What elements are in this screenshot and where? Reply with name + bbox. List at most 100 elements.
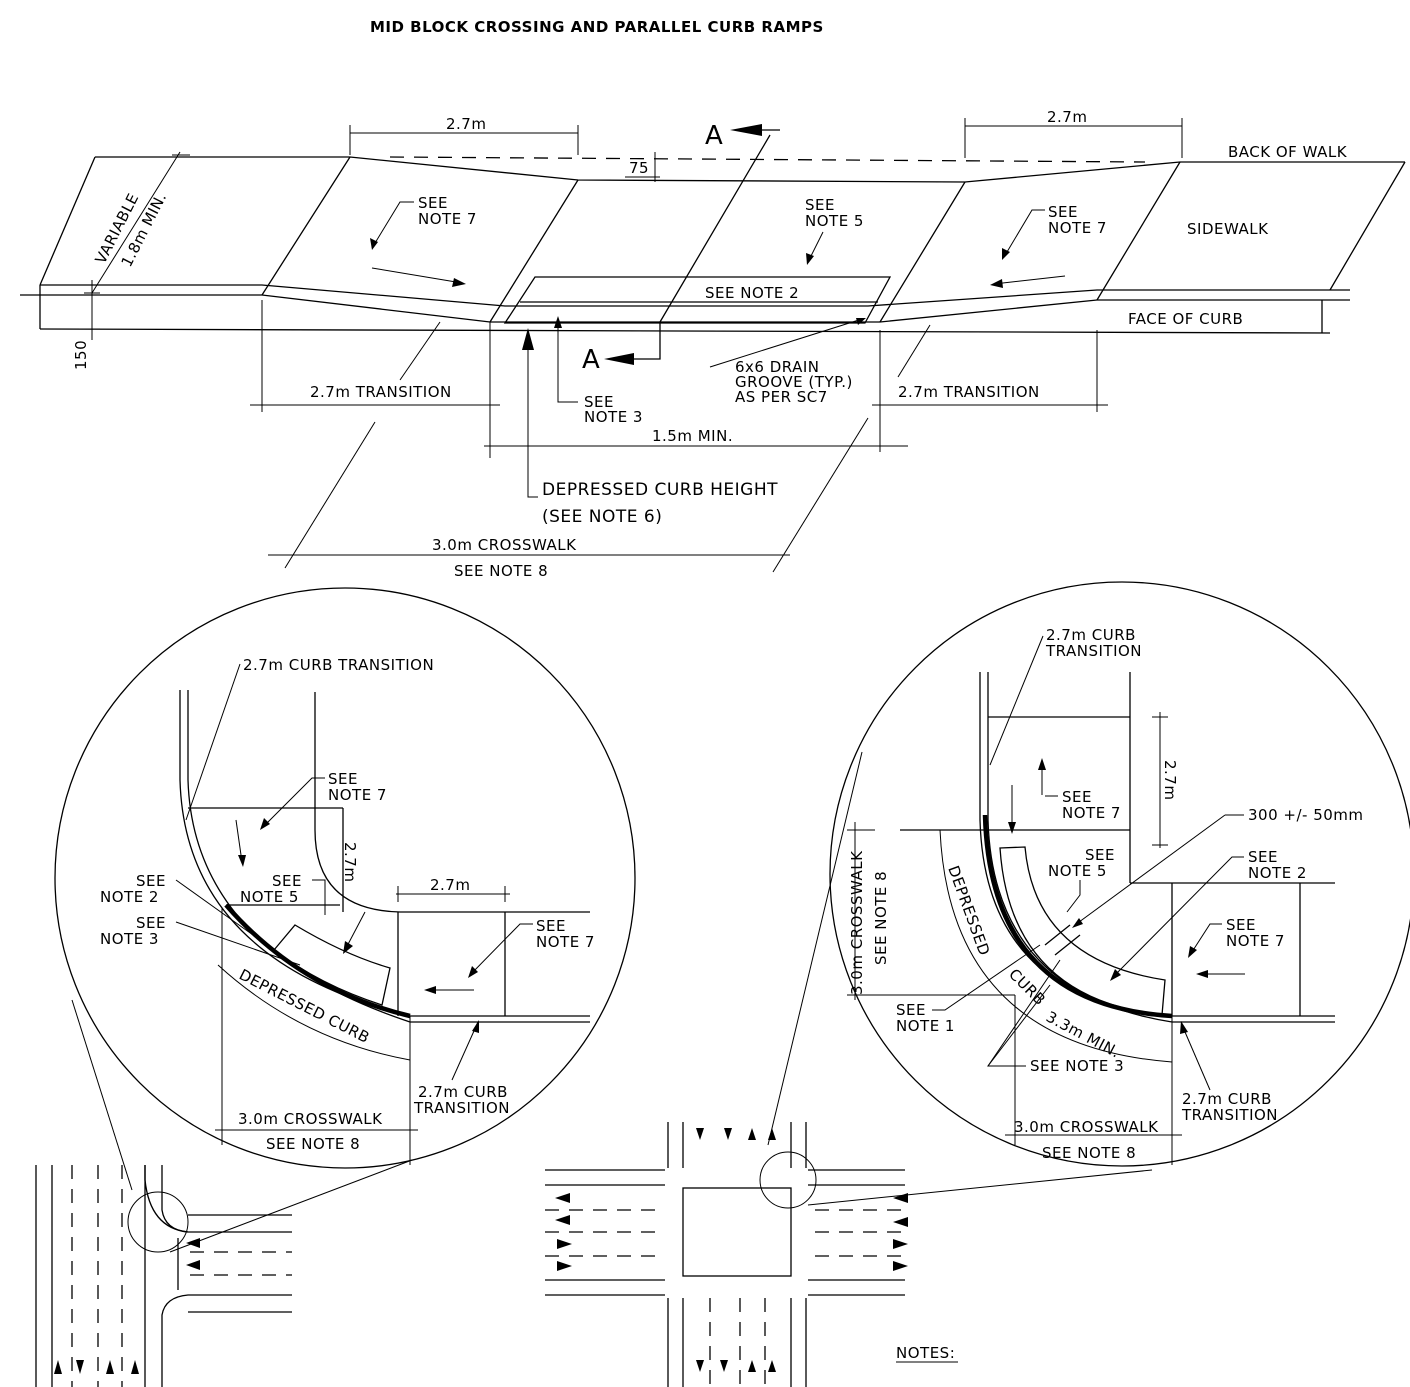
curb-transition-label: 2.7m CURB (1046, 626, 1136, 644)
leader-line (1003, 209, 1045, 258)
note-label: SEE (536, 917, 566, 935)
drain-label: AS PER SC7 (735, 388, 828, 406)
slab-edge (879, 181, 966, 323)
note-label: NOTE 3 (584, 408, 643, 426)
note-label: SEE (805, 196, 835, 214)
lane-arrow-icon (893, 1217, 908, 1227)
sidewalk-back-line (314, 692, 590, 913)
dimension-label: 2.7m (1161, 760, 1179, 800)
note-label: NOTE 5 (240, 888, 299, 906)
section-marker-top: A (705, 121, 723, 151)
arrowhead-icon (472, 1020, 479, 1033)
leader-line (709, 318, 863, 368)
mid-block-crossing-view: 2.7m 2.7m 75 A A BACK OF WALK SIDEWALK F… (20, 108, 1406, 580)
leader-line (261, 777, 325, 829)
arrowhead-icon (468, 966, 478, 978)
arrowhead-icon (522, 328, 534, 350)
slab-edge (489, 179, 579, 323)
leader-line (897, 324, 931, 378)
note-label: SEE (1062, 788, 1092, 806)
leader-line (312, 879, 326, 915)
curb-transition-label: 2.7m CURB TRANSITION (243, 656, 434, 674)
dimension-line (91, 151, 181, 294)
corner-curve (144, 1165, 189, 1233)
back-of-walk-label: BACK OF WALK (1228, 143, 1348, 161)
crosswalk-label: 3.0m CROSSWALK (432, 536, 577, 554)
arrowhead-icon (1072, 918, 1083, 928)
gap-label: 300 +/- 50mm (1248, 806, 1364, 824)
lane-arrow-icon (555, 1215, 570, 1225)
lane-arrow-icon (131, 1360, 139, 1374)
slab-edge (659, 134, 771, 323)
arrowhead-icon (424, 986, 436, 994)
section-marker-bottom: A (582, 345, 600, 375)
right-corner-detail: 2.7m 2.7m CURB TRANSITION SEE NOTE 7 300… (767, 581, 1410, 1206)
gap-line (1044, 924, 1071, 946)
note-label: SEE NOTE 2 (705, 284, 799, 302)
zoom-line (169, 1159, 413, 1253)
back-of-walk-line (95, 156, 1405, 183)
arrowhead-icon (1110, 969, 1121, 981)
leader-line (469, 923, 533, 976)
note-label: NOTE 2 (1248, 864, 1307, 882)
arrowhead-icon (1038, 758, 1046, 770)
note-label: SEE (272, 872, 302, 890)
arrowhead-icon (238, 855, 246, 867)
lane-arrow-icon (186, 1260, 200, 1270)
leader-line (371, 201, 414, 249)
arrowhead-icon (554, 316, 562, 328)
note-label: NOTE 7 (1048, 219, 1107, 237)
lane-arrow-icon (557, 1261, 572, 1271)
leader-line (989, 635, 1044, 766)
lane-arrow-icon (186, 1238, 200, 1248)
lane-arrow-icon (768, 1360, 776, 1372)
road-edge (161, 1165, 292, 1233)
section-leader (634, 322, 661, 360)
dimension-label: 2.7m (446, 115, 486, 133)
arrowhead-icon (1188, 946, 1197, 958)
depressed-label: DEPRESSED (944, 863, 993, 958)
curb-transition-label: TRANSITION (1181, 1106, 1278, 1124)
arrowhead-icon (343, 941, 353, 954)
note-label: SEE NOTE 3 (1030, 1057, 1124, 1075)
slab-edge (39, 156, 96, 286)
curb-transition-label: TRANSITION (413, 1099, 510, 1117)
offset-label: 75 (629, 159, 649, 177)
note-label: SEE NOTE 8 (454, 562, 548, 580)
note-label: NOTE 7 (1062, 804, 1121, 822)
sidewalk-label: SIDEWALK (1187, 220, 1269, 238)
detectable-warning-pad (503, 276, 892, 324)
slab-edge (1096, 161, 1181, 301)
min-length-label: 3.3m MIN. (1043, 1008, 1123, 1062)
leader-line (987, 984, 1051, 1067)
note-label: SEE (136, 914, 166, 932)
crosswalk-label: 3.0m CROSSWALK (848, 850, 866, 995)
note-label: NOTE 2 (100, 888, 159, 906)
four-way-intersection-plan (545, 1122, 908, 1387)
curb-top-line (20, 294, 1350, 323)
slab-edge (261, 156, 351, 296)
face-of-curb-line (39, 328, 1331, 334)
note-label: SEE (1248, 848, 1278, 866)
depressed-curb (982, 814, 1173, 1019)
crosswalk-label: 3.0m CROSSWALK (1014, 1118, 1159, 1136)
note-label: SEE (584, 393, 614, 411)
leader-line (185, 663, 241, 821)
arrowhead-icon (990, 279, 1003, 288)
arrowhead-icon (260, 818, 270, 830)
note-label: NOTE 3 (100, 930, 159, 948)
arrowhead-icon (856, 318, 866, 325)
left-corner-detail: 3.0m CROSSWALK SEE NOTE 8 2.7m CURB TRAN… (54, 587, 636, 1253)
zoom-circle (127, 1191, 189, 1253)
intersection-box (682, 1187, 792, 1277)
section-arrow-icon (604, 353, 634, 365)
transition-label: 2.7m TRANSITION (310, 383, 452, 401)
leader-line (175, 921, 301, 966)
drawing-title: MID BLOCK CROSSING AND PARALLEL CURB RAM… (370, 18, 824, 36)
note-label: NOTE 7 (536, 933, 595, 951)
zoom-circle (759, 1151, 817, 1209)
note-label: NOTE 5 (1048, 862, 1107, 880)
leader-line (557, 320, 578, 403)
lane-arrow-icon (893, 1193, 908, 1203)
